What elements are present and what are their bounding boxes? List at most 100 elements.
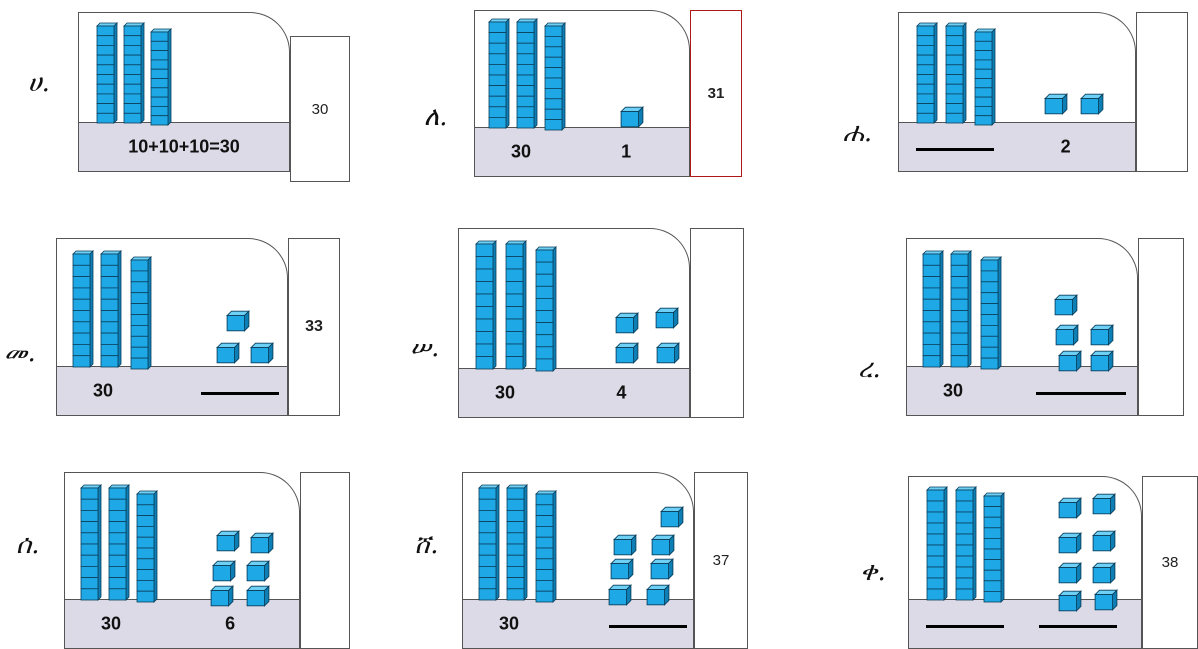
- value-band: 10+10+10=30: [79, 122, 289, 171]
- unit-cube: [250, 342, 274, 368]
- value-band: 2: [899, 122, 1135, 171]
- value-band: 30: [907, 366, 1137, 415]
- ten-rod: [945, 22, 967, 128]
- value-band: 30: [463, 599, 693, 648]
- ten-rod: [80, 484, 102, 605]
- answer-value: 37: [712, 552, 730, 569]
- panel-letter-label: ሠ.: [410, 333, 440, 363]
- unit-cube: [1094, 589, 1118, 615]
- tens-value-text: 30: [100, 613, 122, 634]
- unit-cube: [1058, 350, 1082, 376]
- panel-letter-label: ሀ.: [28, 68, 50, 98]
- unit-cube: [1058, 497, 1082, 523]
- value-band: 30: [57, 366, 287, 415]
- panel-letter-label: ሐ.: [843, 118, 873, 148]
- blocks-frame: 2: [898, 12, 1136, 172]
- ten-rod: [505, 240, 527, 374]
- answer-value: 31: [707, 85, 725, 102]
- ten-rod: [123, 22, 145, 128]
- blocks-frame: 30 6: [64, 472, 300, 649]
- answer-box[interactable]: [1138, 238, 1184, 416]
- ten-rod: [983, 492, 1005, 607]
- panel-letter-label: ረ.: [858, 354, 881, 384]
- answer-box[interactable]: 37: [694, 472, 748, 649]
- ten-rod: [150, 28, 172, 130]
- unit-cube: [1090, 324, 1114, 350]
- unit-cube: [620, 106, 644, 132]
- answer-box[interactable]: 33: [288, 238, 340, 416]
- unit-cube: [1055, 324, 1079, 350]
- ten-rod: [926, 486, 948, 605]
- answer-box[interactable]: 38: [1142, 476, 1198, 649]
- ten-rod: [506, 484, 528, 605]
- panel-letter-label: ቀ.: [860, 557, 886, 587]
- value-band: 30 4: [459, 368, 689, 417]
- unit-cube: [655, 307, 679, 333]
- unit-cube: [1058, 590, 1082, 616]
- ten-rod: [544, 22, 566, 135]
- ten-rod: [516, 18, 538, 133]
- ten-rod: [478, 484, 500, 605]
- answer-blank-line[interactable]: [926, 625, 1004, 628]
- ten-rod: [916, 22, 938, 128]
- answer-blank-line[interactable]: [609, 625, 687, 628]
- unit-cube: [646, 584, 670, 610]
- ten-rod: [955, 486, 977, 605]
- blocks-frame: 30: [56, 238, 288, 416]
- unit-cube: [226, 310, 250, 336]
- answer-value: 33: [305, 318, 323, 335]
- ten-rod: [488, 18, 510, 133]
- ones-value-text: 2: [1060, 136, 1071, 157]
- ten-rod: [100, 250, 122, 372]
- tens-value-text: 30: [942, 380, 964, 401]
- unit-cube: [650, 558, 674, 584]
- answer-box[interactable]: 31: [690, 10, 742, 177]
- unit-cube: [1080, 93, 1104, 119]
- ten-rod: [535, 246, 557, 376]
- unit-cube: [656, 342, 680, 368]
- unit-cube: [212, 560, 236, 586]
- unit-cube: [210, 585, 234, 611]
- blocks-frame: 30 4: [458, 228, 690, 418]
- unit-cube: [613, 534, 637, 560]
- unit-cube: [216, 530, 240, 556]
- answer-blank-line[interactable]: [916, 148, 994, 151]
- unit-cube: [1092, 562, 1116, 588]
- answer-box[interactable]: [1136, 12, 1188, 172]
- unit-cube: [610, 558, 634, 584]
- unit-cube: [1092, 493, 1116, 519]
- panel-letter-label: ሸ.: [414, 530, 439, 560]
- unit-cube: [615, 342, 639, 368]
- unit-cube: [1054, 294, 1078, 320]
- answer-blank-line[interactable]: [1039, 625, 1117, 628]
- unit-cube: [615, 312, 639, 338]
- unit-cube: [1092, 530, 1116, 556]
- unit-cube: [651, 534, 675, 560]
- tens-value-text: 30: [494, 382, 516, 403]
- answer-box[interactable]: [690, 228, 744, 418]
- answer-box[interactable]: 30: [290, 36, 350, 182]
- ones-value-text: 4: [616, 382, 627, 403]
- ten-rod: [136, 490, 158, 607]
- panel-letter-label: ሰ.: [16, 530, 40, 560]
- answer-value: 38: [1161, 554, 1179, 571]
- unit-cube: [246, 585, 270, 611]
- ten-rod: [950, 250, 972, 372]
- ten-rod: [980, 256, 1002, 374]
- tens-value-text: 30: [510, 141, 532, 162]
- unit-cube: [216, 342, 240, 368]
- ones-value-text: 6: [225, 613, 236, 634]
- answer-box[interactable]: [300, 472, 350, 649]
- unit-cube: [246, 560, 270, 586]
- ten-rod: [974, 28, 996, 130]
- unit-cube: [1058, 562, 1082, 588]
- answer-value: 30: [311, 100, 329, 118]
- panel-letter-label: ለ.: [424, 102, 448, 132]
- tens-value-text: 30: [92, 380, 114, 401]
- ten-rod: [108, 484, 130, 605]
- panel-letter-label: መ.: [4, 338, 36, 368]
- answer-blank-line[interactable]: [201, 392, 279, 395]
- answer-blank-line[interactable]: [1036, 392, 1126, 395]
